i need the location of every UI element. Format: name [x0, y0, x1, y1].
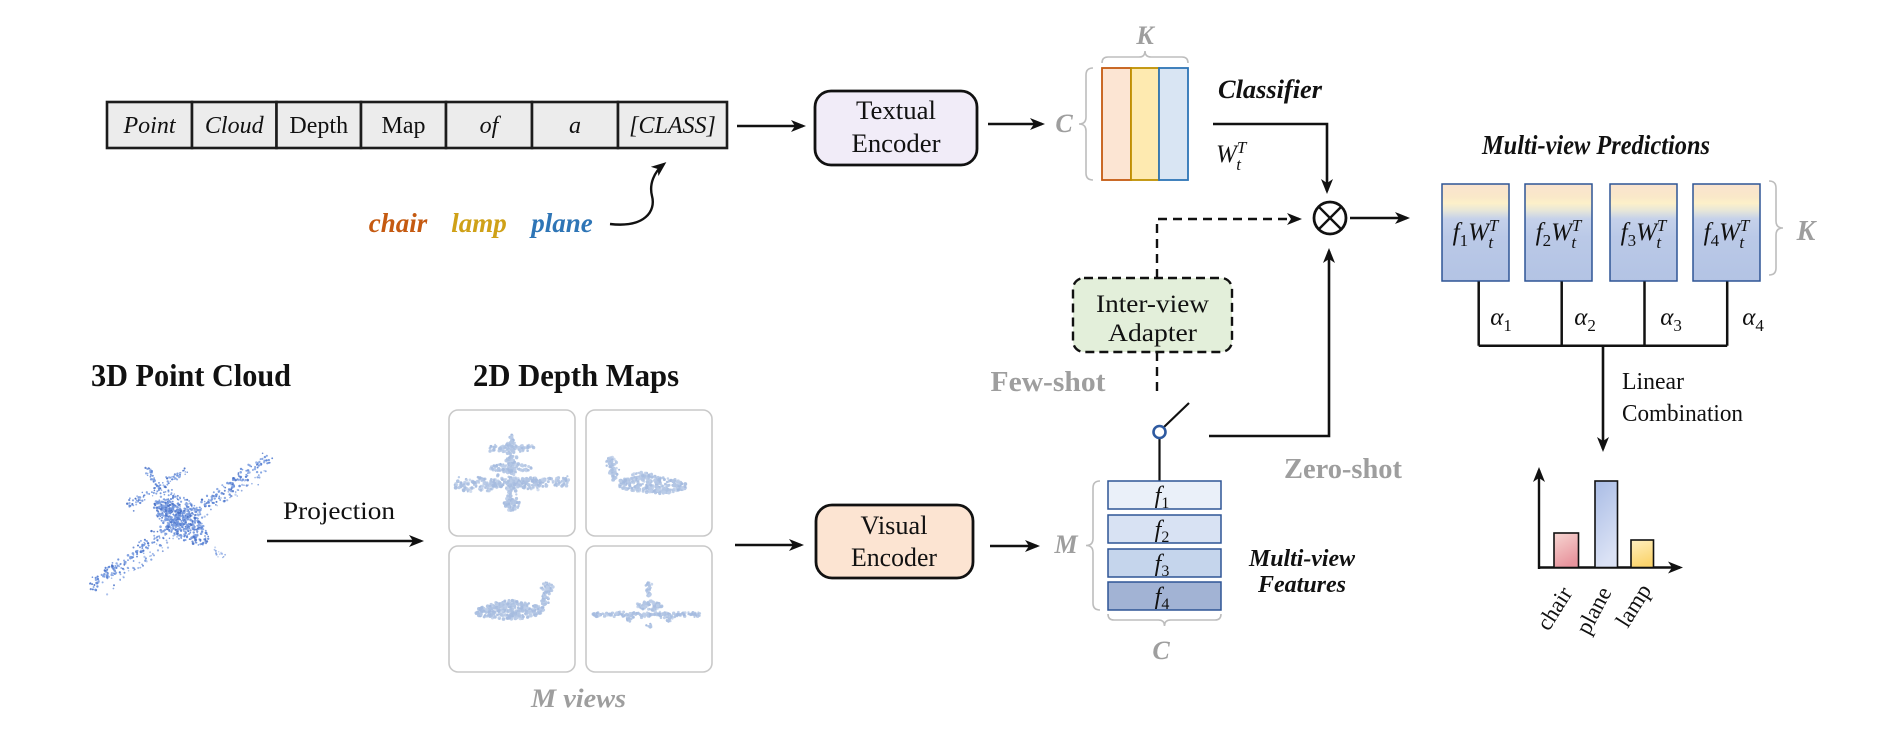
svg-text:Multi-view: Multi-view [1248, 546, 1356, 572]
svg-text:Inter-view: Inter-view [1096, 291, 1209, 318]
svg-text:M: M [1053, 530, 1078, 559]
svg-text:K: K [1796, 216, 1818, 247]
svg-text:Few-shot: Few-shot [991, 366, 1106, 398]
svg-text:M views: M views [530, 684, 626, 713]
svg-text:Zero-shot: Zero-shot [1284, 453, 1402, 485]
svg-text:a: a [569, 113, 581, 139]
svg-text:Projection: Projection [283, 498, 396, 525]
svg-text:Linear: Linear [1622, 369, 1684, 395]
svg-text:plane: plane [529, 208, 593, 238]
svg-text:Visual: Visual [861, 511, 928, 540]
svg-text:C: C [1152, 636, 1170, 665]
svg-text:Textual: Textual [856, 96, 936, 125]
svg-text:C: C [1055, 109, 1073, 138]
svg-text:[CLASS]: [CLASS] [629, 113, 716, 139]
svg-text:Classifier: Classifier [1218, 75, 1323, 104]
svg-text:of: of [480, 113, 502, 139]
svg-text:Multi-view Predictions: Multi-view Predictions [1481, 130, 1710, 160]
svg-text:Combination: Combination [1622, 401, 1743, 427]
svg-text:Encoder: Encoder [851, 543, 937, 572]
svg-text:Features: Features [1257, 572, 1346, 598]
svg-text:3D Point Cloud: 3D Point Cloud [91, 357, 291, 393]
svg-text:2D Depth Maps: 2D Depth Maps [473, 357, 679, 393]
svg-text:Cloud: Cloud [205, 113, 265, 139]
svg-text:Map: Map [382, 113, 426, 139]
svg-text:K: K [1135, 21, 1155, 50]
svg-text:Encoder: Encoder [852, 129, 941, 158]
svg-text:Point: Point [123, 113, 177, 139]
svg-text:Depth: Depth [289, 113, 348, 139]
svg-text:chair: chair [369, 208, 428, 238]
svg-text:lamp: lamp [451, 208, 507, 238]
svg-text:Adapter: Adapter [1108, 320, 1198, 347]
